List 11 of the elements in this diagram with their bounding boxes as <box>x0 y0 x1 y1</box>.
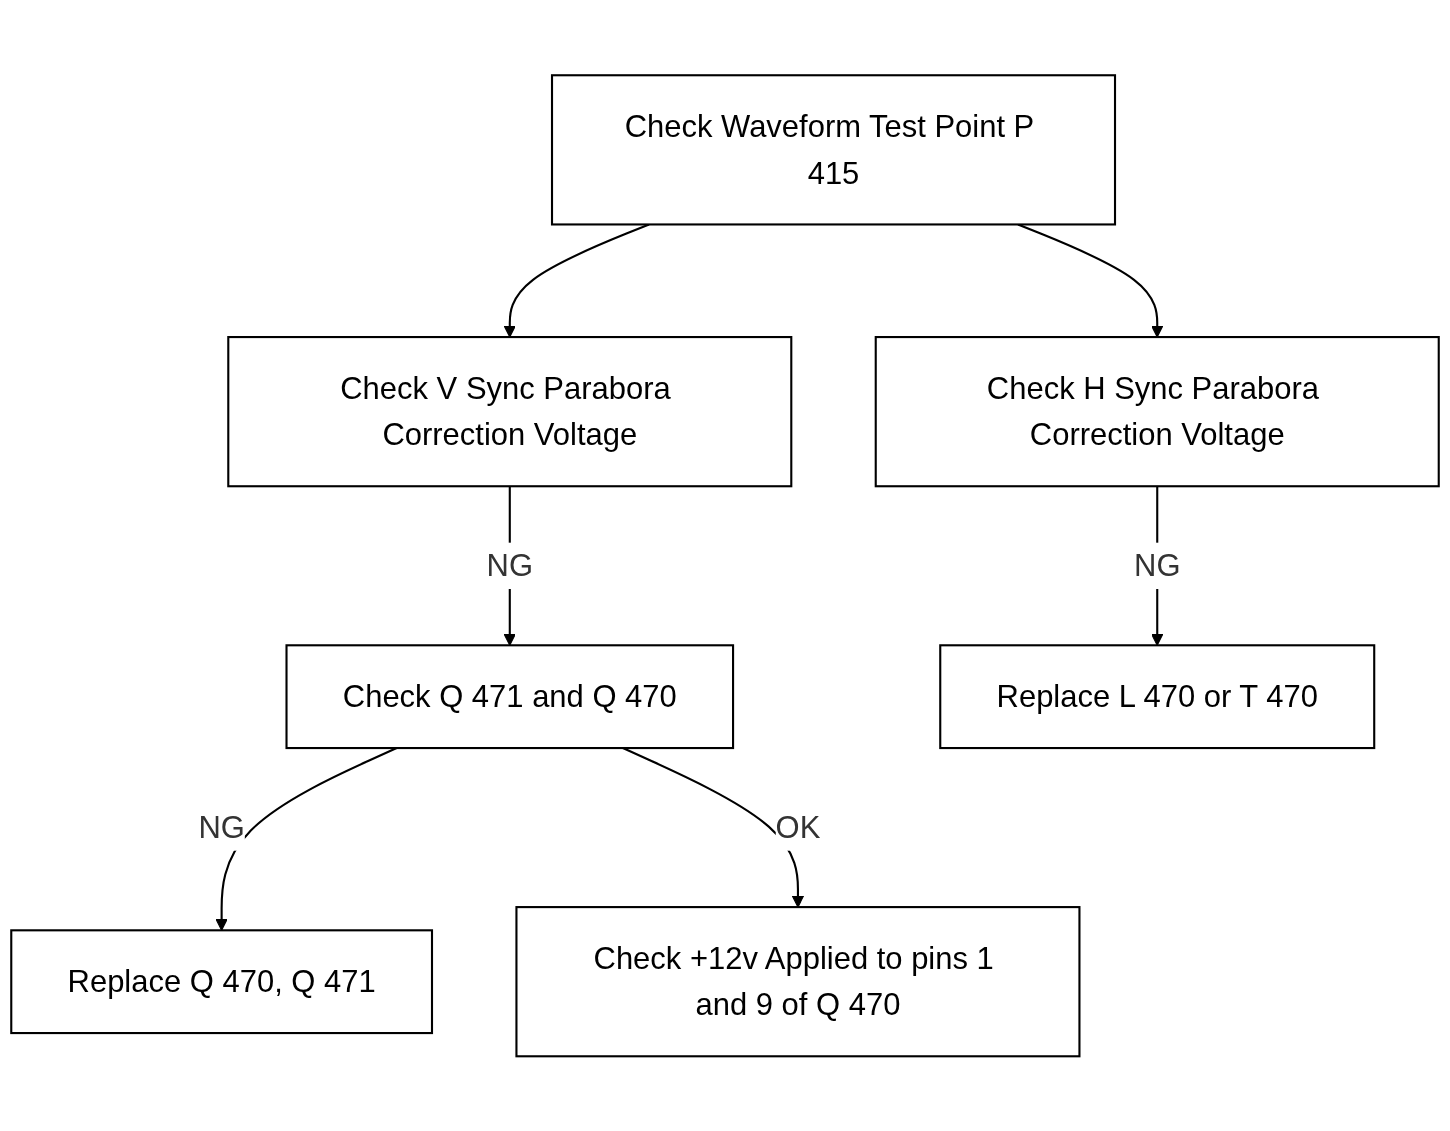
node-box: Replace L 470 or T 470 <box>939 643 1376 749</box>
edge-label: NG <box>198 809 245 845</box>
node-box: Check +12v Applied to pins 1 and 9 of Q 470 <box>515 905 1081 1058</box>
edge-label: OK <box>775 809 821 845</box>
node-box: Check Waveform Test Point P 415 <box>550 73 1117 226</box>
node-box: Check V Sync Parabora Correction Voltage <box>227 335 793 488</box>
node-box: Check Q 471 and Q 470 <box>285 643 735 749</box>
node-box: Check H Sync Parabora Correction Voltage <box>874 335 1440 488</box>
node-box: Replace Q 470, Q 471 <box>10 928 434 1034</box>
edge-label: NG <box>1134 547 1181 584</box>
edge-label: NG <box>486 547 534 584</box>
